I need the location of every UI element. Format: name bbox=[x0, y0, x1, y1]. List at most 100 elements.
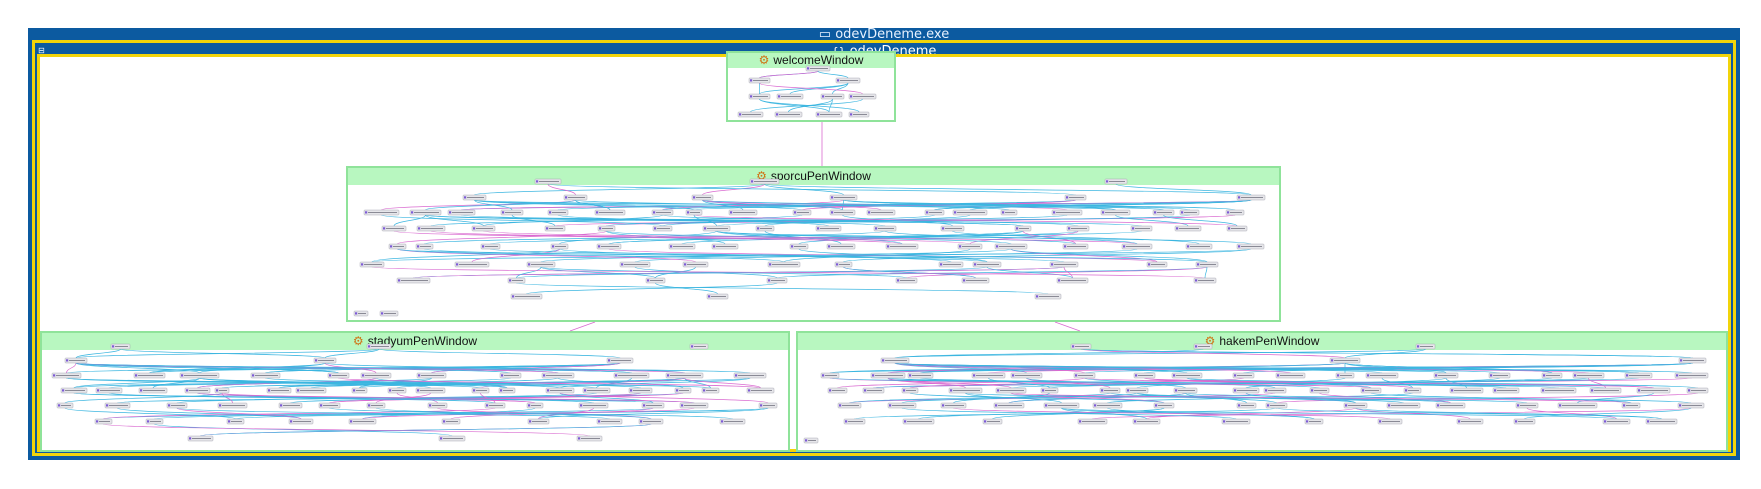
member-node[interactable] bbox=[866, 209, 896, 216]
member-node[interactable] bbox=[138, 387, 168, 394]
member-node[interactable] bbox=[1513, 418, 1536, 425]
member-node[interactable] bbox=[498, 387, 516, 394]
member-node[interactable] bbox=[766, 277, 788, 284]
member-node[interactable] bbox=[1000, 209, 1018, 216]
member-node[interactable] bbox=[870, 372, 906, 379]
member-node[interactable] bbox=[526, 261, 556, 268]
member-node[interactable] bbox=[1130, 225, 1153, 232]
member-node[interactable] bbox=[1645, 418, 1678, 425]
member-node[interactable] bbox=[471, 225, 496, 232]
member-node[interactable] bbox=[179, 372, 220, 379]
member-node[interactable] bbox=[381, 225, 407, 232]
collapse-icon[interactable]: ⊟ bbox=[38, 46, 45, 55]
member-node[interactable] bbox=[379, 310, 399, 317]
member-node[interactable] bbox=[805, 65, 831, 72]
member-node[interactable] bbox=[1488, 372, 1511, 379]
member-node[interactable] bbox=[547, 209, 569, 216]
member-node[interactable] bbox=[767, 261, 801, 268]
member-node[interactable] bbox=[250, 372, 281, 379]
member-node[interactable] bbox=[815, 111, 843, 118]
member-node[interactable] bbox=[829, 194, 858, 201]
member-node[interactable] bbox=[748, 93, 771, 100]
member-node[interactable] bbox=[1100, 209, 1131, 216]
member-node[interactable] bbox=[737, 111, 764, 118]
member-node[interactable] bbox=[1173, 387, 1198, 394]
member-node[interactable] bbox=[702, 225, 731, 232]
member-node[interactable] bbox=[544, 225, 566, 232]
member-node[interactable] bbox=[748, 77, 771, 84]
cluster-stadyum-pen-window[interactable]: ⚙stadyumPenWindow bbox=[40, 331, 790, 452]
member-node[interactable] bbox=[993, 402, 1025, 409]
member-node[interactable] bbox=[774, 111, 803, 118]
member-node[interactable] bbox=[685, 209, 703, 216]
member-node[interactable] bbox=[541, 372, 575, 379]
member-node[interactable] bbox=[691, 194, 714, 201]
member-node[interactable] bbox=[901, 387, 919, 394]
cluster-welcome-window[interactable]: ⚙welcomeWindow bbox=[726, 51, 896, 122]
member-node[interactable] bbox=[733, 372, 767, 379]
member-node[interactable] bbox=[885, 243, 919, 250]
member-node[interactable] bbox=[348, 418, 377, 425]
member-node[interactable] bbox=[606, 357, 634, 364]
member-node[interactable] bbox=[1066, 225, 1090, 232]
member-node[interactable] bbox=[843, 418, 866, 425]
member-node[interactable] bbox=[924, 209, 945, 216]
member-node[interactable] bbox=[940, 402, 967, 409]
member-node[interactable] bbox=[1153, 402, 1175, 409]
member-node[interactable] bbox=[887, 402, 917, 409]
member-node[interactable] bbox=[746, 387, 775, 394]
member-node[interactable] bbox=[366, 343, 392, 350]
member-node[interactable] bbox=[1174, 225, 1202, 232]
member-node[interactable] bbox=[651, 209, 674, 216]
member-node[interactable] bbox=[388, 243, 407, 250]
member-node[interactable] bbox=[1040, 387, 1059, 394]
member-node[interactable] bbox=[1056, 277, 1089, 284]
member-node[interactable] bbox=[1225, 209, 1245, 216]
member-node[interactable] bbox=[645, 277, 666, 284]
member-node[interactable] bbox=[597, 225, 616, 232]
member-node[interactable] bbox=[104, 402, 131, 409]
member-node[interactable] bbox=[994, 243, 1028, 250]
member-node[interactable] bbox=[95, 387, 123, 394]
member-node[interactable] bbox=[416, 372, 447, 379]
member-node[interactable] bbox=[792, 209, 812, 216]
member-node[interactable] bbox=[961, 277, 990, 284]
member-node[interactable] bbox=[363, 209, 400, 216]
member-node[interactable] bbox=[1232, 372, 1255, 379]
member-node[interactable] bbox=[619, 261, 651, 268]
member-node[interactable] bbox=[534, 178, 562, 185]
member-node[interactable] bbox=[701, 387, 720, 394]
member-node[interactable] bbox=[133, 372, 166, 379]
member-node[interactable] bbox=[1386, 402, 1421, 409]
member-node[interactable] bbox=[1221, 418, 1251, 425]
member-node[interactable] bbox=[576, 435, 603, 442]
member-node[interactable] bbox=[288, 418, 314, 425]
member-node[interactable] bbox=[1099, 387, 1121, 394]
member-node[interactable] bbox=[416, 225, 446, 232]
member-node[interactable] bbox=[1329, 357, 1361, 364]
member-node[interactable] bbox=[1621, 402, 1641, 409]
member-node[interactable] bbox=[409, 209, 442, 216]
member-node[interactable] bbox=[550, 243, 569, 250]
member-node[interactable] bbox=[1077, 418, 1108, 425]
member-node[interactable] bbox=[353, 310, 369, 317]
member-node[interactable] bbox=[689, 343, 709, 350]
member-node[interactable] bbox=[815, 225, 842, 232]
member-node[interactable] bbox=[1226, 225, 1248, 232]
member-node[interactable] bbox=[1636, 387, 1671, 394]
member-node[interactable] bbox=[820, 372, 840, 379]
member-node[interactable] bbox=[971, 372, 1006, 379]
member-node[interactable] bbox=[1309, 387, 1330, 394]
member-node[interactable] bbox=[1541, 372, 1563, 379]
member-node[interactable] bbox=[982, 418, 1003, 425]
member-node[interactable] bbox=[1043, 402, 1080, 409]
member-node[interactable] bbox=[848, 111, 870, 118]
member-node[interactable] bbox=[1365, 372, 1399, 379]
member-node[interactable] bbox=[1589, 387, 1622, 394]
member-node[interactable] bbox=[415, 387, 446, 394]
member-node[interactable] bbox=[1433, 372, 1459, 379]
member-node[interactable] bbox=[278, 402, 303, 409]
member-node[interactable] bbox=[1236, 402, 1257, 409]
member-node[interactable] bbox=[1624, 372, 1653, 379]
member-node[interactable] bbox=[826, 243, 856, 250]
